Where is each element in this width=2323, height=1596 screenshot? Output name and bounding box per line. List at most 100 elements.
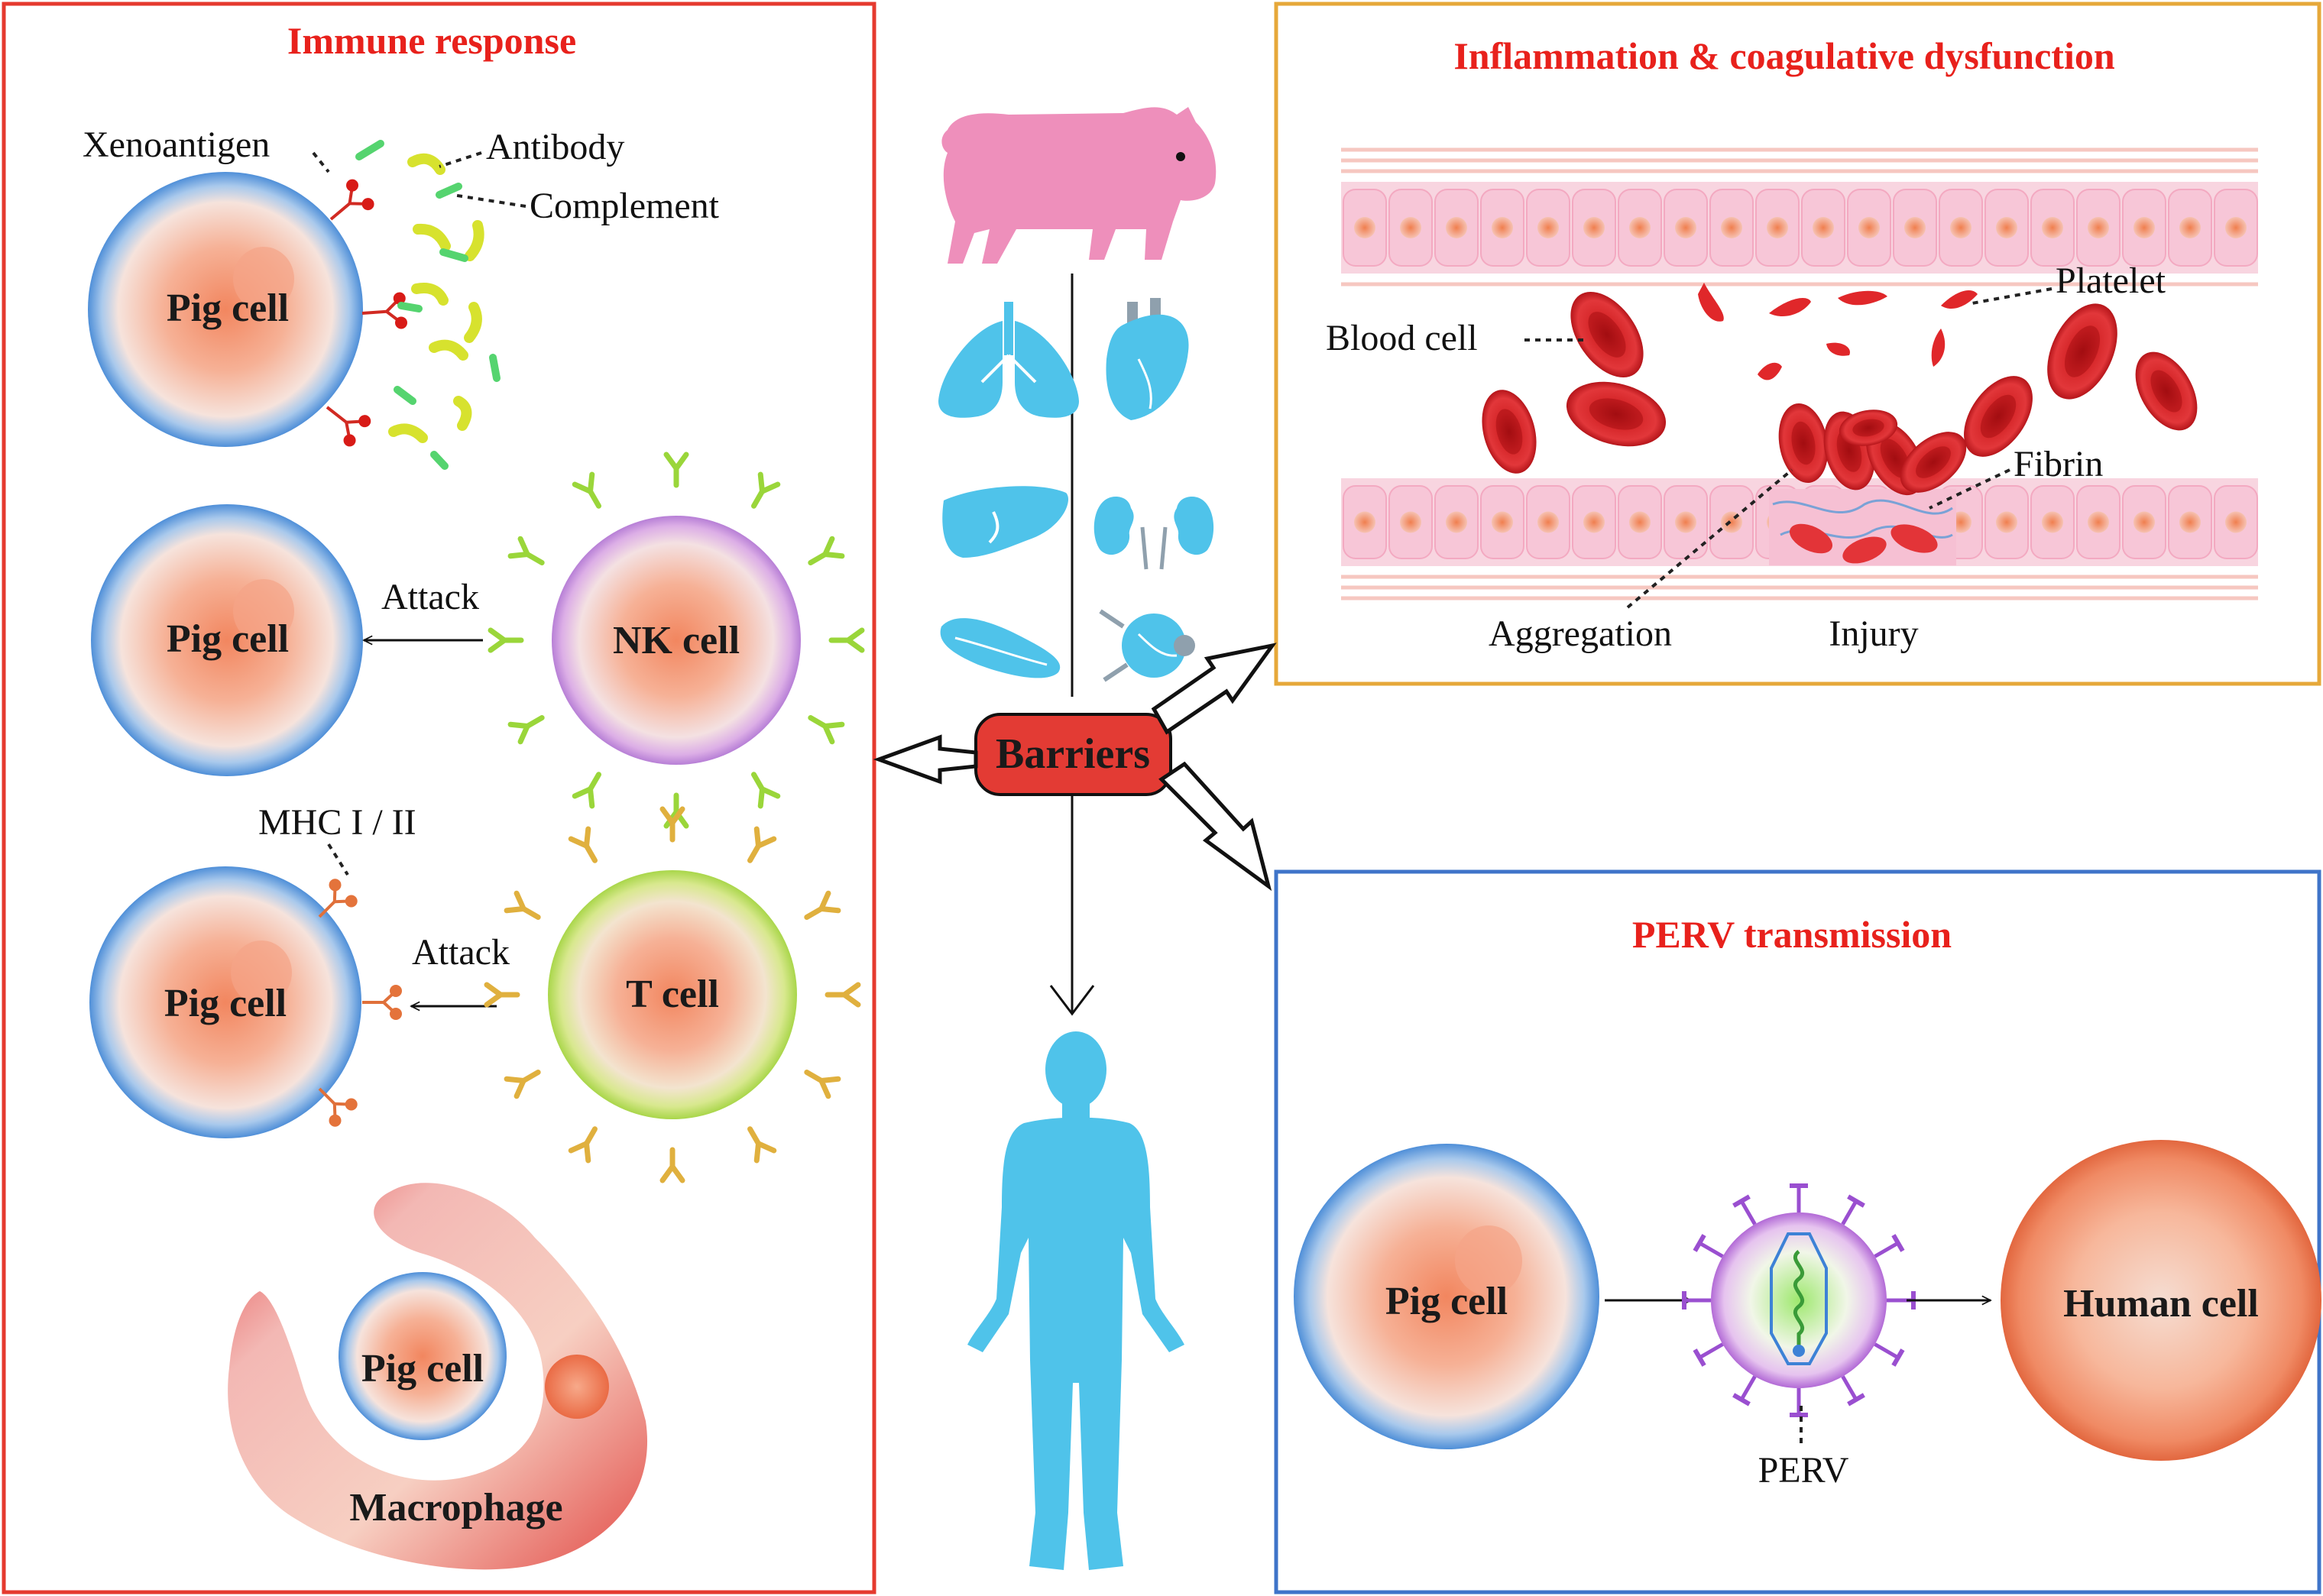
pig-cell-1-label: Pig cell <box>167 287 289 330</box>
t-attack-label: Attack <box>412 932 510 973</box>
endothelial-nucleus <box>1675 511 1696 533</box>
perv-pig-cell <box>1294 1144 1599 1449</box>
endothelial-nucleus <box>1400 217 1421 238</box>
endothelial-nucleus <box>1537 217 1559 238</box>
injury-site <box>1769 489 1956 565</box>
arrow-to-inflammation <box>1151 643 1277 735</box>
endothelial-nucleus <box>1996 511 2017 533</box>
endothelial-nucleus <box>2179 217 2201 238</box>
perv-transmission-title: PERV transmission <box>1632 913 1952 956</box>
endothelial-nucleus <box>1675 217 1696 238</box>
endothelial-nucleus <box>1400 511 1421 533</box>
endothelial-nucleus <box>2225 511 2247 533</box>
arrow-to-perv <box>1158 761 1272 892</box>
endothelial-nucleus <box>1767 217 1788 238</box>
perv-spike <box>1739 1199 1757 1225</box>
platelet-label: Platelet <box>2056 261 2166 301</box>
human-cell <box>2001 1140 2321 1461</box>
center-column: Barriers <box>873 107 1277 1570</box>
perv-label: PERV <box>1758 1450 1849 1491</box>
endothelial-nucleus <box>1950 217 1971 238</box>
perv-spike-head <box>1732 1393 1751 1407</box>
endothelial-nucleus <box>1492 511 1513 533</box>
engulfed-pig-cell <box>339 1272 507 1440</box>
mhc-label: MHC I / II <box>258 802 416 843</box>
heart-icon <box>1106 298 1189 420</box>
endothelial-nucleus <box>1446 511 1467 533</box>
endothelial-nucleus <box>1858 217 1880 238</box>
endothelial-nucleus <box>1904 217 1926 238</box>
blood-vessel <box>1341 147 2258 601</box>
perv-spikes <box>1682 1183 1916 1417</box>
macrophage-label: Macrophage <box>349 1486 562 1530</box>
perv-spike-head <box>1847 1194 1865 1208</box>
perv-panel <box>1274 869 2321 1594</box>
perv-spike <box>1841 1199 1858 1225</box>
nk-cell <box>552 516 801 765</box>
pig-cell-2-label: Pig cell <box>167 617 289 661</box>
perv-pig-cell-label: Pig cell <box>1385 1280 1508 1323</box>
pig-cell-3-label: Pig cell <box>164 982 287 1025</box>
nk-attack-label: Attack <box>381 577 479 617</box>
immune-response-title: Immune response <box>287 19 576 62</box>
endothelial-nucleus <box>2133 217 2155 238</box>
perv-spike-head <box>1693 1234 1706 1252</box>
endothelial-nucleus <box>1354 217 1375 238</box>
pig-cell-3 <box>89 866 361 1138</box>
blood-cell-label: Blood cell <box>1326 318 1478 358</box>
perv-spike-head <box>1847 1393 1865 1407</box>
lungs-icon <box>938 302 1079 418</box>
endothelial-nucleus <box>2225 217 2247 238</box>
complement-label: Complement <box>530 186 720 226</box>
endothelial-nucleus <box>1996 217 2017 238</box>
perv-spike <box>1739 1375 1757 1401</box>
antibody-fragments <box>355 140 501 470</box>
nk-cell-label: NK cell <box>613 619 740 662</box>
endothelial-nucleus <box>1721 511 1742 533</box>
perv-transmission-group: Pig cell PERV Human cell <box>1294 1140 2321 1491</box>
perv-capsid <box>1770 1232 1828 1365</box>
liver-icon <box>942 486 1068 558</box>
perv-spike <box>1874 1241 1900 1258</box>
pig-cell-1 <box>88 172 363 447</box>
endothelial-nucleus <box>1629 511 1651 533</box>
t-cell <box>548 870 797 1119</box>
endothelial-nucleus <box>1583 511 1605 533</box>
xenoantigen-label: Xenoantigen <box>83 125 270 165</box>
endothelial-nucleus <box>1629 217 1651 238</box>
arrow-to-immune <box>873 734 978 785</box>
endothelial-nucleus <box>2042 217 2063 238</box>
pig-icon <box>941 107 1217 264</box>
macrophage-group: Pig cell Macrophage <box>228 1183 648 1570</box>
endothelial-nucleus <box>1813 217 1834 238</box>
human-cell-label: Human cell <box>2063 1282 2259 1326</box>
endothelial-nucleus <box>2133 511 2155 533</box>
endothelial-nucleus <box>2179 511 2201 533</box>
perv-spike-head <box>1732 1194 1751 1208</box>
perv-spike <box>1841 1375 1858 1401</box>
antibody-label: Antibody <box>486 127 624 167</box>
t-cell-label: T cell <box>626 973 719 1016</box>
eye-icon <box>1099 609 1195 682</box>
macrophage-body <box>228 1183 648 1570</box>
endothelial-nucleus <box>1492 217 1513 238</box>
fibrin-label: Fibrin <box>2014 444 2103 484</box>
perv-spike <box>1698 1342 1724 1360</box>
kidneys-icon <box>1093 497 1214 570</box>
immune-response-panel <box>2 2 876 1594</box>
perv-spike-head <box>1693 1348 1706 1367</box>
perv-spike-head <box>1891 1234 1905 1252</box>
perv-spike-head <box>1891 1348 1905 1367</box>
t-cell-attack-group: Pig cell MHC I / II Attack T cell <box>89 802 858 1180</box>
human-icon <box>967 1031 1184 1570</box>
pancreas-icon <box>940 618 1061 678</box>
inflammation-title: Inflammation & coagulative dysfunction <box>1453 34 2115 77</box>
inflammation-panel <box>1274 2 2321 686</box>
engulfed-pig-cell-label: Pig cell <box>361 1347 484 1390</box>
endothelial-nucleus <box>2088 511 2109 533</box>
perv-virus <box>1711 1212 1887 1388</box>
endothelial-nucleus <box>1354 511 1375 533</box>
endothelial-nucleus <box>1537 511 1559 533</box>
endothelial-nucleus <box>1721 217 1742 238</box>
